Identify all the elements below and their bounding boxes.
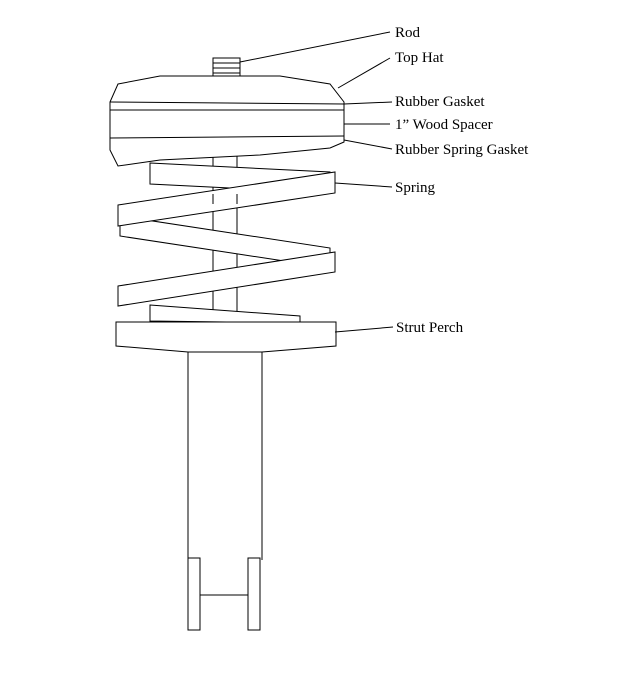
label-rod: Rod	[395, 25, 421, 41]
strut-body	[187, 352, 263, 560]
label-spring: Spring	[395, 180, 436, 196]
leader-rod	[239, 31, 391, 63]
leader-top-hat	[337, 57, 391, 89]
leader-strut-perch	[334, 326, 394, 333]
labels: Rod Top Hat Rubber Gasket 1” Wood Spacer…	[395, 25, 529, 336]
wood-spacer-bottom	[109, 135, 345, 139]
label-wood-spacer: 1” Wood Spacer	[395, 117, 493, 133]
label-rubber-gasket: Rubber Gasket	[395, 94, 485, 110]
label-strut-perch: Strut Perch	[396, 320, 464, 336]
rubber-gasket-line	[109, 101, 345, 105]
leader-spring	[334, 182, 393, 188]
label-rubber-spring-gasket: Rubber Spring Gasket	[395, 142, 529, 158]
label-top-hat: Top Hat	[395, 50, 444, 66]
spring-coil-front-2	[117, 251, 336, 307]
leader-rubber-gasket	[343, 101, 393, 105]
leader-lines	[239, 31, 394, 333]
leader-rubber-spring-gasket	[343, 139, 393, 150]
bottom-mount	[187, 557, 261, 631]
top-hat-assembly	[109, 57, 345, 167]
top-hat	[109, 75, 345, 167]
strut-perch	[115, 321, 337, 353]
